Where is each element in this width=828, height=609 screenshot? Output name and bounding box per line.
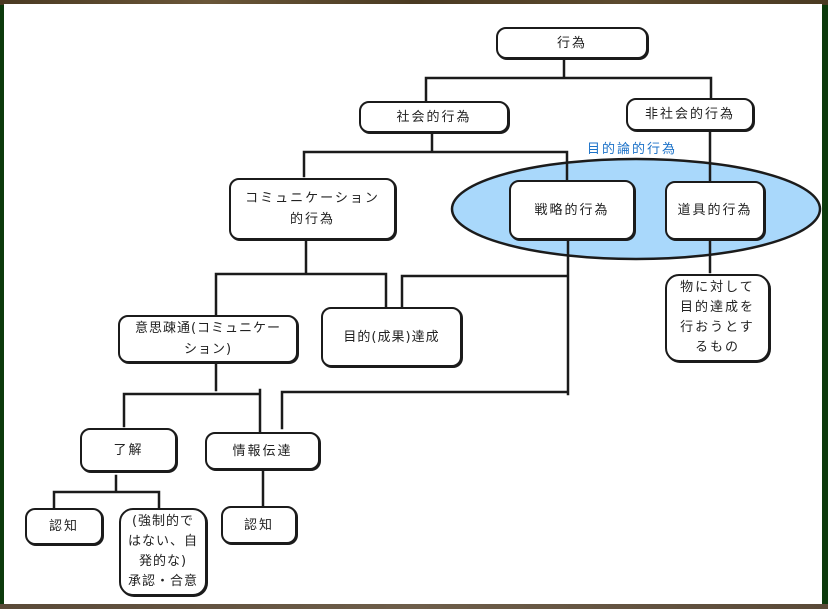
node-comprehension[interactable]: 了解 — [80, 428, 177, 472]
window-frame-top — [0, 0, 828, 5]
node-instrumental-action[interactable]: 道具的行為 — [665, 181, 765, 240]
edge-strategic-to-goal-info — [280, 238, 570, 430]
node-cognition-left[interactable]: 認知 — [25, 508, 103, 545]
node-label: 社会的行為 — [396, 109, 472, 125]
node-label: 非社会的行為 — [644, 107, 735, 122]
edge-comprehension-to-cognition-consent — [52, 474, 161, 512]
node-cognition-right[interactable]: 認知 — [221, 506, 297, 544]
node-label: 行為 — [556, 35, 587, 51]
node-label: 物に対して 目的達成を 行おうとす るもの — [679, 280, 755, 355]
node-social-action[interactable]: 社会的行為 — [359, 101, 509, 133]
edge-social-to-communicative-strategic — [302, 130, 569, 182]
node-action[interactable]: 行為 — [496, 27, 648, 59]
window-frame-bottom — [0, 604, 828, 609]
node-label: 目的(成果)達成 — [343, 329, 440, 345]
node-label: 認知 — [48, 519, 79, 534]
node-goal-achievement[interactable]: 目的(成果)達成 — [321, 307, 462, 367]
diagram-canvas: 目的論的行為 行為 社会的行為 非社会的行為 コミュニケーション 的行為 戦略的… — [4, 4, 822, 604]
edge-understanding-to-comprehension-info — [122, 360, 262, 434]
edge-communicative-to-understanding-goal — [214, 236, 388, 316]
node-label: 意思疎通(コミュニケー ション) — [134, 321, 282, 357]
node-nonsocial-action[interactable]: 非社会的行為 — [626, 98, 754, 131]
node-instrumental-description[interactable]: 物に対して 目的達成を 行おうとす るもの — [665, 274, 770, 362]
node-label: 認知 — [243, 517, 274, 533]
teleological-action-label: 目的論的行為 — [587, 142, 678, 157]
node-label: 道具的行為 — [677, 203, 753, 218]
node-label: (強制的で はない、自 発的な) 承認・合意 — [127, 514, 198, 589]
node-label: コミュニケーション 的行為 — [245, 191, 380, 227]
node-communicative-action[interactable]: コミュニケーション 的行為 — [229, 178, 396, 240]
node-voluntary-consent[interactable]: (強制的で はない、自 発的な) 承認・合意 — [119, 508, 207, 596]
node-label: 情報伝達 — [232, 443, 293, 459]
node-label: 戦略的行為 — [534, 202, 610, 218]
node-label: 了解 — [113, 442, 144, 458]
node-information-transfer[interactable]: 情報伝達 — [205, 432, 320, 470]
node-strategic-action[interactable]: 戦略的行為 — [509, 180, 635, 240]
node-mutual-understanding[interactable]: 意思疎通(コミュニケー ション) — [118, 315, 298, 363]
edge-action-to-social-nonsocial — [424, 56, 713, 104]
